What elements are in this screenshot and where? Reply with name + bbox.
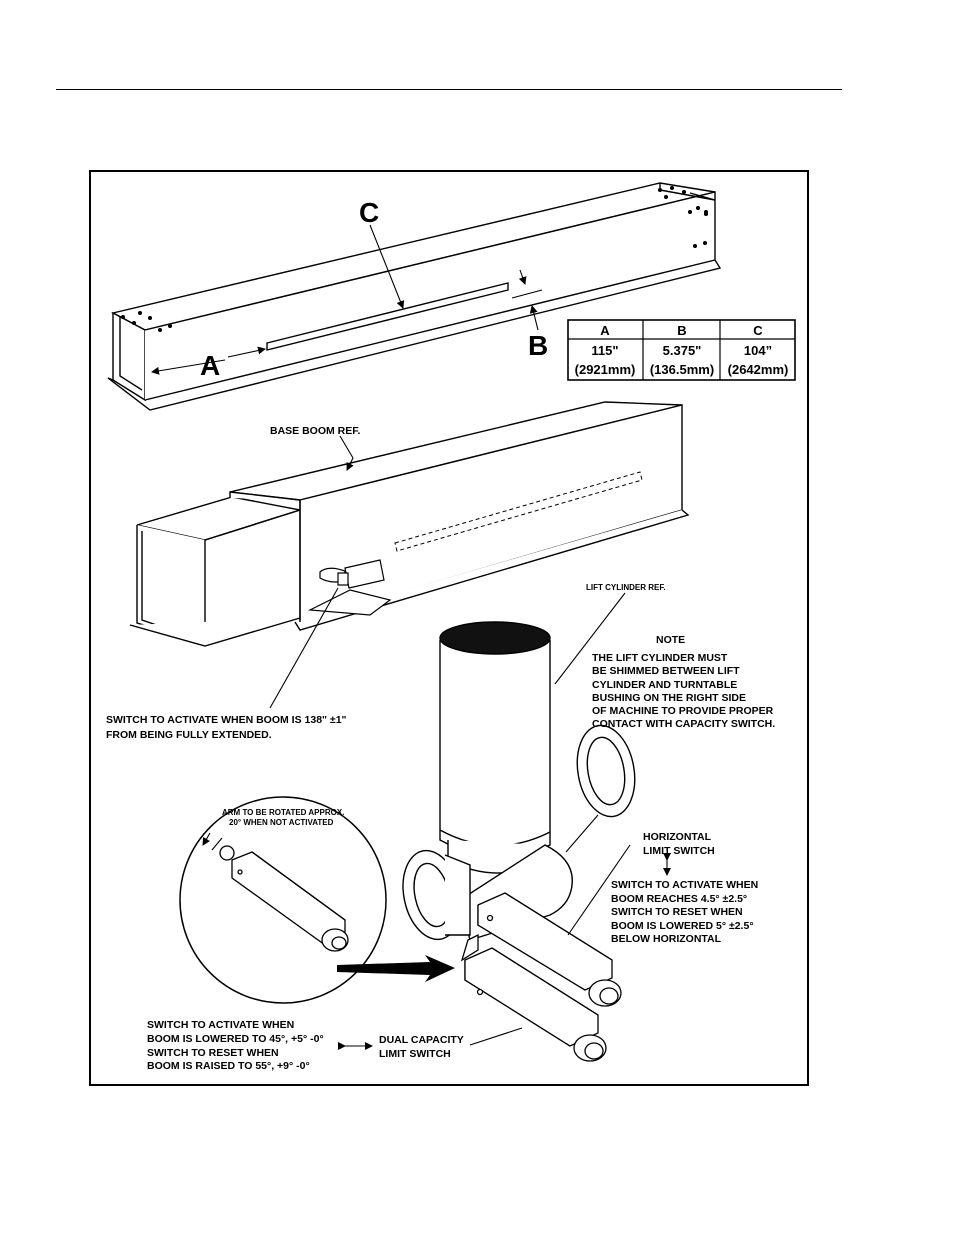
table-a-imperial: 115" bbox=[591, 343, 618, 358]
extend-switch-text-1: SWITCH TO ACTIVATE WHEN BOOM IS 138" ±1" bbox=[106, 714, 347, 726]
note-title: NOTE bbox=[656, 634, 685, 646]
figure-frame bbox=[89, 170, 809, 1086]
capacity-desc-3: SWITCH TO RESET WHEN bbox=[147, 1047, 279, 1059]
horizontal-switch-label-1: HORIZONTAL bbox=[643, 831, 712, 843]
note-block: NOTE THE LIFT CYLINDER MUST BE SHIMMED B… bbox=[592, 634, 775, 730]
dimension-label-a: A bbox=[200, 350, 220, 381]
table-b-metric: (136.5mm) bbox=[650, 362, 714, 377]
capacity-switch-leader bbox=[469, 1027, 523, 1046]
dimension-label-c: C bbox=[359, 197, 379, 228]
lift-cylinder-ref-label: LIFT CYLINDER REF. bbox=[586, 583, 666, 592]
lift-cylinder-leader bbox=[554, 592, 626, 685]
dimension-leaders bbox=[151, 224, 543, 375]
dimension-label-b: B bbox=[528, 330, 548, 361]
table-c-imperial: 104” bbox=[744, 343, 772, 358]
fly-boom-holes bbox=[121, 186, 708, 332]
base-boom-leader bbox=[346, 457, 354, 471]
table-header-a: A bbox=[600, 323, 610, 338]
horizontal-desc-5: BELOW HORIZONTAL bbox=[611, 933, 722, 945]
extend-limit-switch bbox=[307, 559, 392, 616]
lift-cylinder-drawing bbox=[402, 621, 636, 941]
extend-switch-leader bbox=[269, 587, 339, 709]
base-boom-ref-label: BASE BOOM REF. bbox=[270, 425, 361, 437]
note-line-3: CYLINDER AND TURNTABLE bbox=[592, 679, 737, 691]
horizontal-desc-4: BOOM IS LOWERED 5° ±2.5° bbox=[611, 920, 754, 932]
table-b-imperial: 5.375" bbox=[663, 343, 702, 358]
horizontal-switch-leader bbox=[567, 844, 631, 936]
table-c-metric: (2642mm) bbox=[728, 362, 789, 377]
capacity-switch-label-1: DUAL CAPACITY bbox=[379, 1034, 464, 1046]
base-boom-drawing bbox=[129, 401, 690, 647]
detail-pointer-arrow bbox=[337, 955, 455, 982]
page-header-rule bbox=[56, 89, 842, 90]
detail-circle: ARM TO BE ROTATED APPROX. 20° WHEN NOT A… bbox=[179, 796, 387, 1004]
note-line-2: BE SHIMMED BETWEEN LIFT bbox=[592, 665, 740, 677]
arm-rotation-text-2: 20° WHEN NOT ACTIVATED bbox=[229, 818, 334, 827]
extend-switch-text-2: FROM BEING FULLY EXTENDED. bbox=[106, 729, 272, 741]
table-a-metric: (2921mm) bbox=[575, 362, 636, 377]
hidden-slot bbox=[394, 471, 643, 552]
capacity-desc-1: SWITCH TO ACTIVATE WHEN bbox=[147, 1019, 294, 1031]
note-line-6: CONTACT WITH CAPACITY SWITCH. bbox=[592, 718, 775, 730]
table-header-c: C bbox=[753, 323, 763, 338]
capacity-limit-switch-drawing bbox=[460, 933, 607, 1062]
horizontal-limit-switch-drawing bbox=[477, 892, 622, 1007]
dimension-table: A B C 115" 5.375" 104” (2921mm) (136.5mm… bbox=[567, 319, 796, 381]
horizontal-switch-label-2: LIMIT SWITCH bbox=[643, 845, 715, 857]
note-line-1: THE LIFT CYLINDER MUST bbox=[592, 652, 728, 664]
horizontal-desc-1: SWITCH TO ACTIVATE WHEN bbox=[611, 879, 758, 891]
arm-rotation-text-1: ARM TO BE ROTATED APPROX. bbox=[222, 808, 344, 817]
table-header-b: B bbox=[677, 323, 686, 338]
note-line-4: BUSHING ON THE RIGHT SIDE bbox=[592, 692, 746, 704]
horizontal-desc-3: SWITCH TO RESET WHEN bbox=[611, 906, 743, 918]
capacity-desc-2: BOOM IS LOWERED TO 45°, +5° -0° bbox=[147, 1033, 324, 1045]
note-line-5: OF MACHINE TO PROVIDE PROPER bbox=[592, 705, 774, 717]
capacity-switch-label-2: LIMIT SWITCH bbox=[379, 1048, 451, 1060]
horizontal-desc-2: BOOM REACHES 4.5° ±2.5° bbox=[611, 893, 747, 905]
fly-boom-drawing bbox=[107, 182, 722, 411]
capacity-desc-4: BOOM IS RAISED TO 55°, +9° -0° bbox=[147, 1060, 310, 1072]
